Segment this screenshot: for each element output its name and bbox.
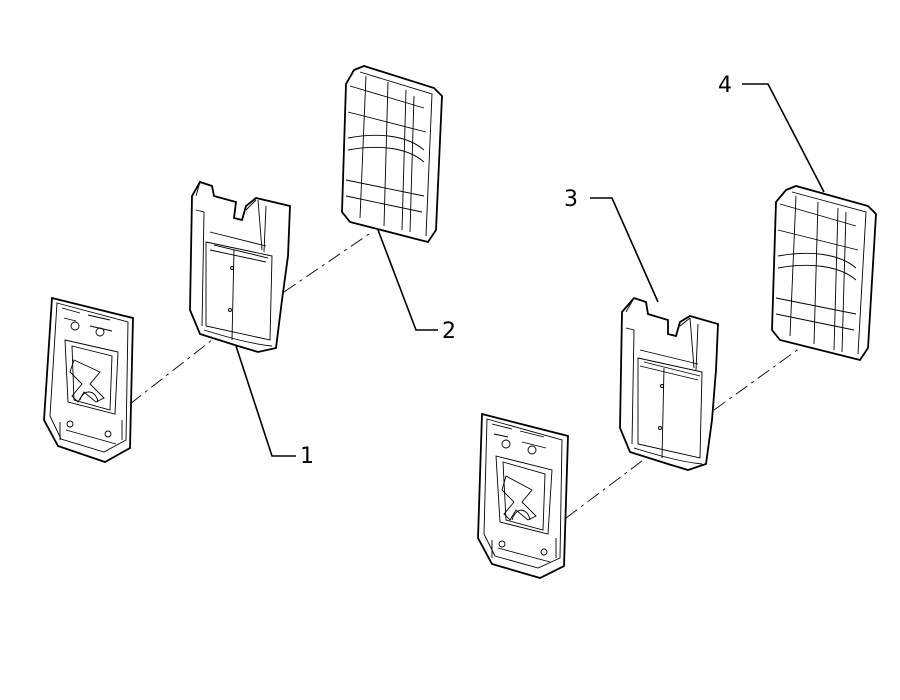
- part-1-cushion: [189, 180, 291, 353]
- leader-line-2: [377, 229, 438, 331]
- part-3-cushion: [619, 296, 719, 471]
- callout-label-4: 4: [718, 73, 732, 98]
- left-seat-frame: [43, 296, 134, 463]
- leader-line-4: [742, 83, 825, 193]
- callout-label-3: 3: [564, 187, 578, 212]
- part-2-backrest: [341, 65, 443, 244]
- right-assembly: [477, 83, 877, 579]
- left-assembly-line-2: [283, 231, 373, 293]
- callout-label-1: 1: [300, 444, 314, 469]
- right-assembly-line-2: [713, 347, 801, 411]
- right-assembly-line-1: [565, 457, 647, 519]
- callout-label-2: 2: [442, 319, 456, 344]
- right-seat-frame: [477, 412, 569, 579]
- left-assembly: [43, 65, 443, 463]
- left-assembly-line-1: [129, 339, 213, 405]
- part-4-backrest: [771, 185, 877, 362]
- leader-line-1: [235, 345, 296, 457]
- leader-line-3: [590, 197, 659, 303]
